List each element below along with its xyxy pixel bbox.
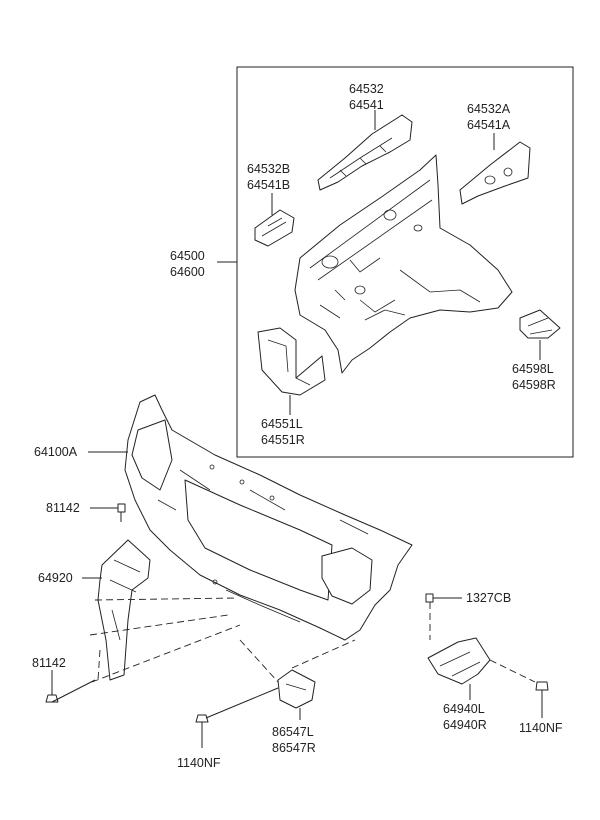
part-64551-bracket[interactable]: [257, 327, 326, 415]
part-86547-bracket[interactable]: [277, 669, 316, 720]
dashed-guide-right: [489, 659, 536, 683]
callout-64100A: 64100A: [34, 445, 78, 459]
part-64532B-bracket[interactable]: [254, 193, 295, 247]
dashed-guide-center: [239, 639, 356, 683]
callout-81142-bottom: 81142: [32, 656, 66, 670]
callout-64551R: 64551R: [261, 433, 305, 447]
callout-64541B: 64541B: [247, 178, 290, 192]
callout-64541A: 64541A: [467, 118, 511, 132]
callout-64940L: 64940L: [443, 702, 485, 716]
bolt-81142-top[interactable]: [90, 503, 126, 522]
callout-86547L: 86547L: [272, 725, 314, 739]
callout-86547R: 86547R: [272, 741, 316, 755]
callout-1327CB: 1327CB: [466, 591, 511, 605]
bolt-81142-bottom[interactable]: [45, 670, 96, 703]
callout-81142-top: 81142: [46, 501, 80, 515]
part-64532-reinforcement[interactable]: [317, 110, 413, 191]
bolt-1140NF-right[interactable]: [535, 681, 549, 718]
dashed-guide-left: [89, 597, 241, 683]
callout-64940R: 64940R: [443, 718, 487, 732]
callout-64532: 64532: [349, 82, 384, 96]
callout-1140NF-left: 1140NF: [177, 756, 221, 770]
callout-64920: 64920: [38, 571, 73, 585]
part-64500-dash-panel[interactable]: [294, 154, 513, 374]
bolt-1140NF-left[interactable]: [195, 687, 279, 748]
part-64940-bracket[interactable]: [427, 637, 491, 700]
callout-64598L: 64598L: [512, 362, 554, 376]
callout-64551L: 64551L: [261, 417, 303, 431]
callout-64500: 64500: [170, 249, 205, 263]
part-64598-bracket[interactable]: [519, 309, 561, 360]
callout-64600: 64600: [170, 265, 205, 279]
part-64100A-radiator-support[interactable]: [124, 394, 413, 641]
callout-64598R: 64598R: [512, 378, 556, 392]
part-64920-bracket[interactable]: [82, 539, 151, 681]
callout-64532A: 64532A: [467, 102, 511, 116]
clip-1327CB[interactable]: [425, 593, 462, 640]
callout-64541: 64541: [349, 98, 384, 112]
callout-1140NF-right: 1140NF: [519, 721, 563, 735]
part-64532A-reinforcement[interactable]: [459, 133, 531, 205]
callout-64532B: 64532B: [247, 162, 290, 176]
